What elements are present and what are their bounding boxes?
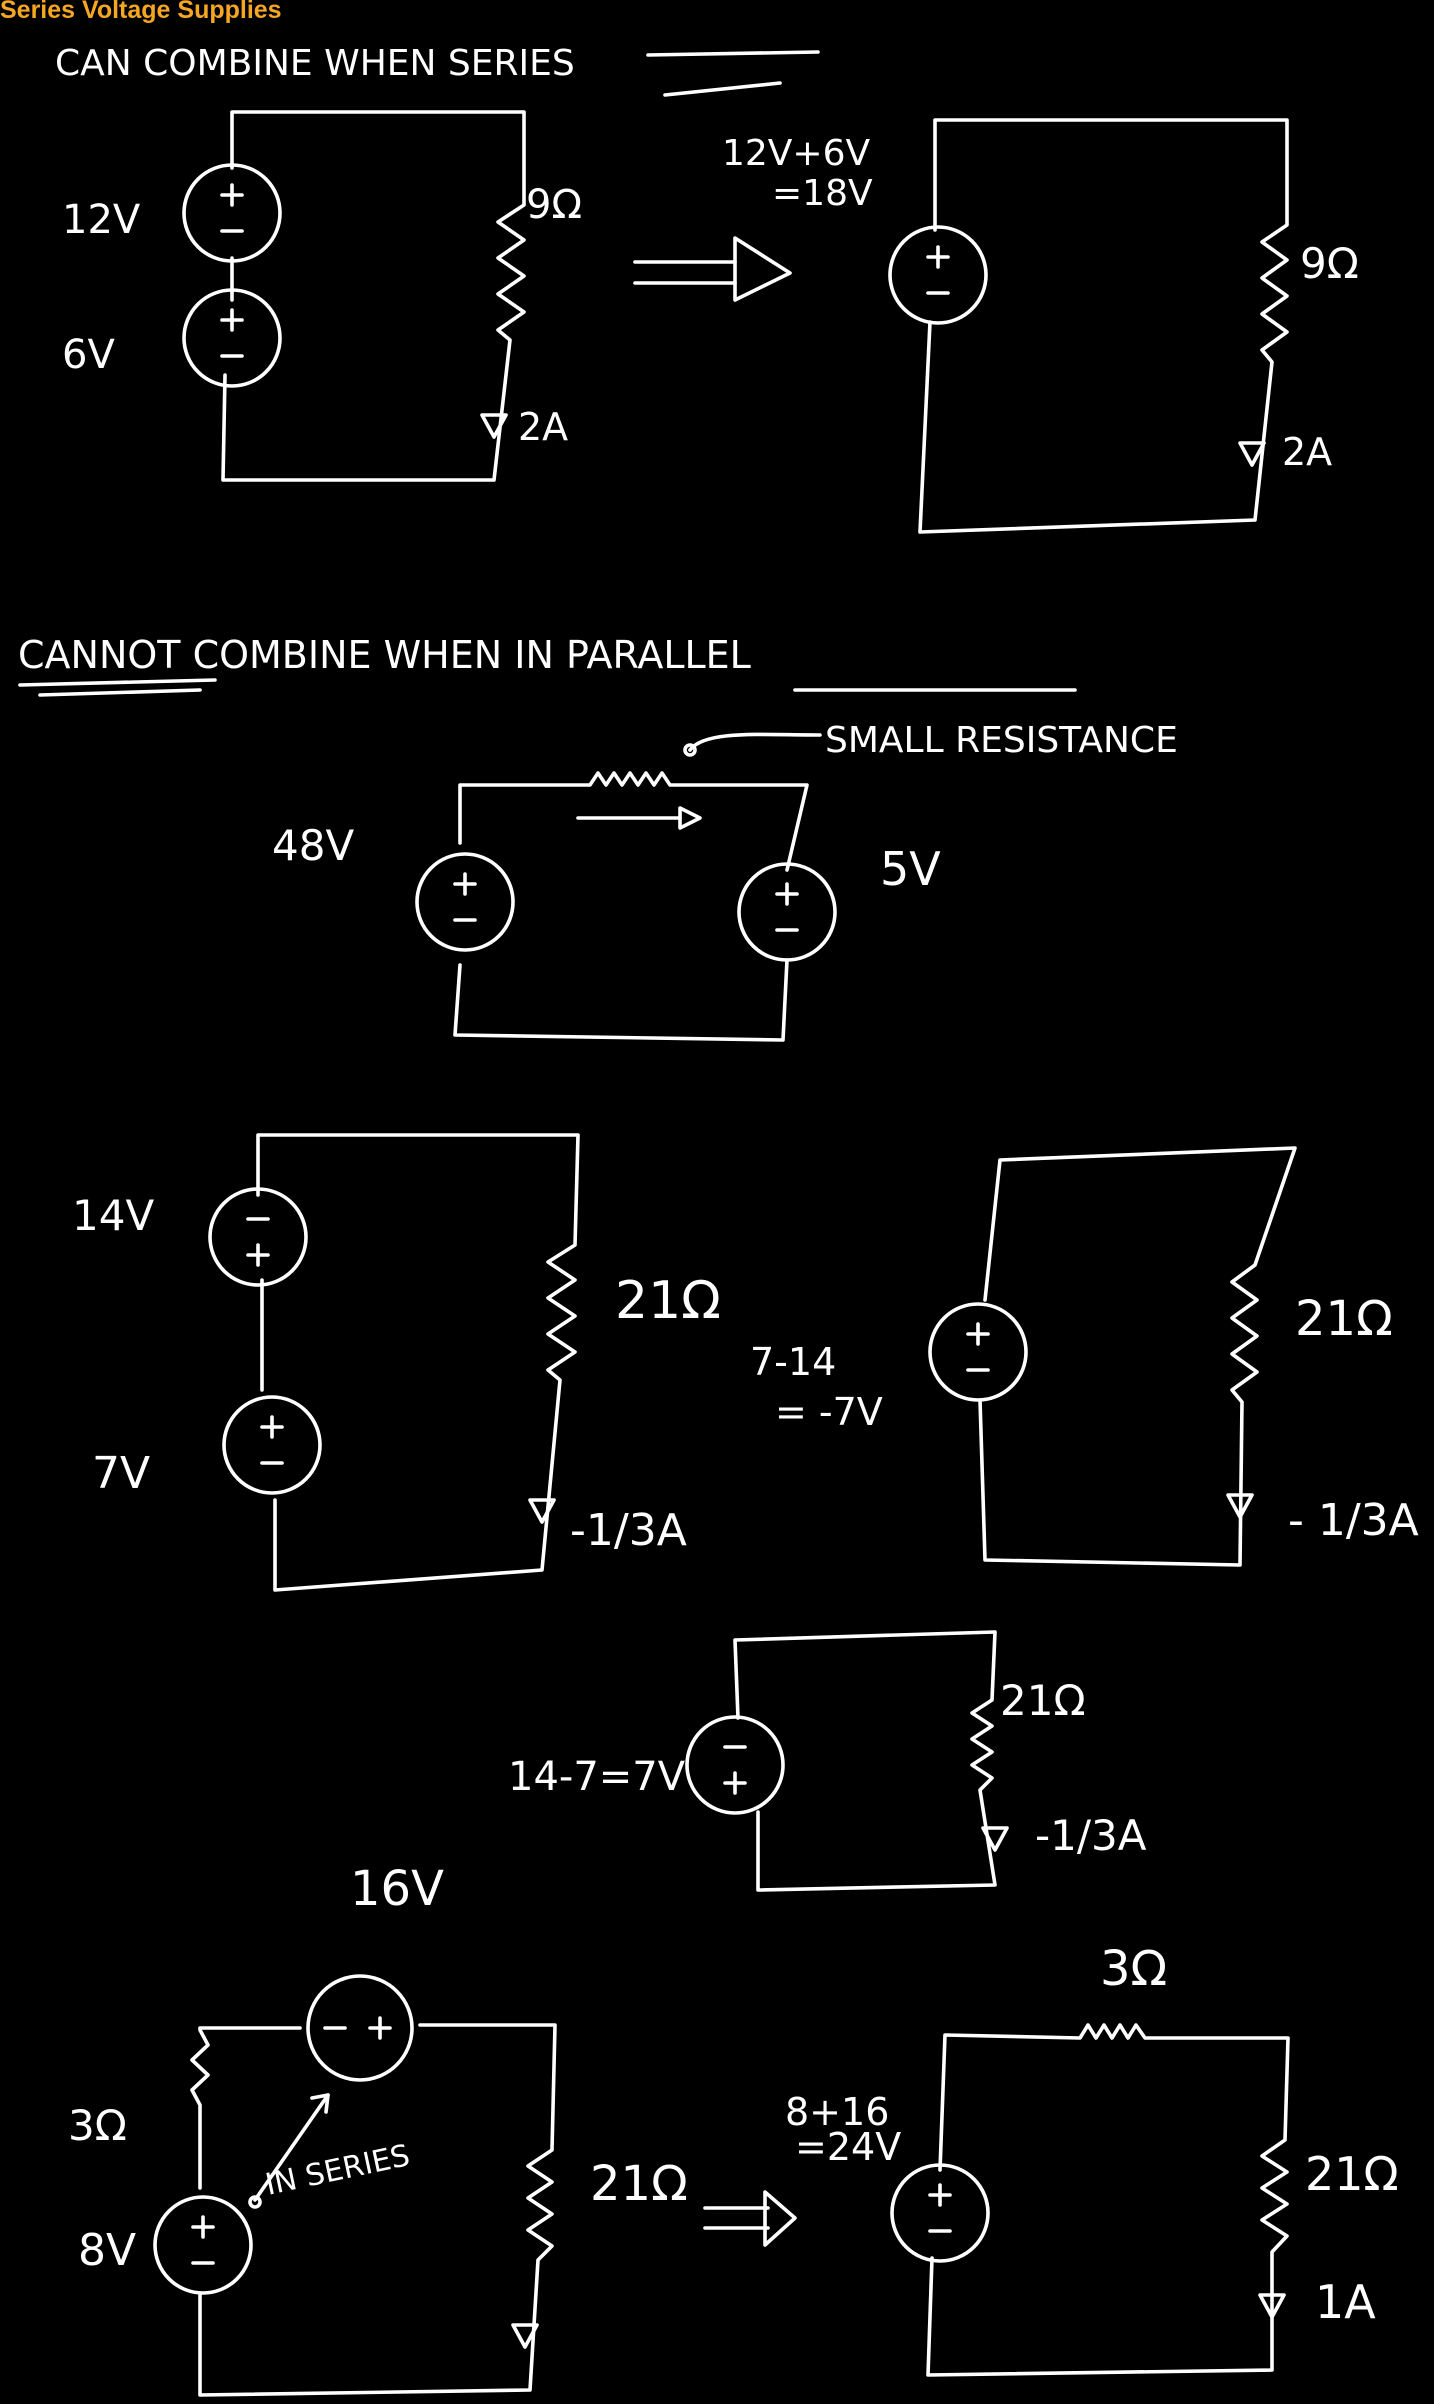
svg-text:CANNOT COMBINE WHEN IN PARALLE: CANNOT COMBINE WHEN IN PARALLEL — [18, 633, 751, 677]
voltage-source-8v — [153, 2195, 253, 2295]
label-in-series: IN SERIES — [262, 2138, 413, 2203]
voltage-source-48v — [415, 852, 515, 952]
circuit-3-equivalent: 21Ω - 1/3A — [928, 1146, 1419, 1567]
voltage-source-24v — [890, 2163, 990, 2263]
voltage-source-14v — [208, 1187, 308, 1287]
label-21ohm: 21Ω — [590, 2156, 688, 2212]
voltage-source-6v — [182, 288, 282, 388]
circuit-5-equivalent: 3Ω 21Ω 1A — [890, 1941, 1399, 2377]
circuit-1-equivalent: 9Ω 2A — [888, 118, 1359, 534]
label-2a: 2A — [1282, 430, 1332, 474]
label-3ohm: 3Ω — [68, 2101, 127, 2150]
calc-line1: 7-14 — [750, 1340, 836, 1384]
label-7v: 7V — [92, 1448, 150, 1499]
label-source: 14-7=7V — [508, 1754, 686, 1800]
label-21ohm: 21Ω — [1000, 1676, 1086, 1725]
circuit-3: 14V 7V 21Ω -1/3A 7-14 = -7V — [72, 1133, 883, 1592]
heading-parallel: CANNOT COMBINE WHEN IN PARALLEL — [18, 633, 1077, 697]
equivalence-arrow-2: 8+16 =24V — [703, 2090, 901, 2247]
voltage-source-neg7v — [928, 1302, 1028, 1402]
calc-line2: = -7V — [775, 1390, 883, 1434]
label-14v: 14V — [72, 1191, 154, 1240]
label-current: -1/3A — [570, 1505, 687, 1556]
label-current: -1/3A — [1035, 1811, 1147, 1860]
label-48v: 48V — [272, 821, 354, 870]
label-3ohm: 3Ω — [1100, 1941, 1167, 1997]
sum-line2: =18V — [772, 173, 873, 214]
circuit-5: 16V 3Ω 8V 21Ω IN SERIES — [68, 1861, 688, 2397]
current-arrow — [528, 1498, 556, 1524]
page-title: Series Voltage Supplies — [0, 0, 282, 24]
label-9ohm: 9Ω — [526, 182, 582, 228]
label-12v: 12V — [62, 197, 141, 243]
label-16v: 16V — [350, 1861, 444, 1917]
sum-line1: 12V+6V — [722, 133, 871, 174]
circuit-1: 12V 6V 9Ω 2A — [62, 110, 582, 482]
svg-text:CAN COMBINE WHEN SERIES: CAN COMBINE WHEN SERIES — [55, 43, 575, 84]
label-6v: 6V — [62, 332, 115, 378]
voltage-source-7v — [685, 1715, 785, 1815]
current-arrow — [480, 413, 508, 439]
circuit-4: 14-7=7V 21Ω -1/3A — [508, 1630, 1147, 1892]
sum-line1: 8+16 — [785, 2090, 889, 2134]
voltage-source-16v — [306, 1974, 414, 2082]
equivalence-arrow-1: 12V+6V =18V — [633, 133, 873, 302]
label-current: - 1/3A — [1288, 1495, 1419, 1546]
circuit-2: 48V 5V SMALL RESISTANCE — [272, 720, 1178, 1042]
voltage-source-7v — [222, 1395, 322, 1495]
heading-series: CAN COMBINE WHEN SERIES — [55, 43, 820, 97]
voltage-source-5v — [737, 862, 837, 962]
label-2a: 2A — [518, 405, 568, 449]
label-9ohm: 9Ω — [1300, 239, 1359, 288]
label-21ohm: 21Ω — [1305, 2147, 1399, 2201]
label-21ohm: 21Ω — [1295, 1291, 1393, 1347]
voltage-source-12v — [182, 163, 282, 263]
label-5v: 5V — [880, 842, 941, 896]
label-small-resistance: SMALL RESISTANCE — [825, 720, 1178, 761]
sum-line2: =24V — [795, 2125, 901, 2169]
label-21ohm: 21Ω — [615, 1271, 721, 1331]
voltage-source-18v — [888, 225, 988, 325]
label-1a: 1A — [1315, 2275, 1376, 2329]
label-8v: 8V — [78, 2225, 136, 2276]
